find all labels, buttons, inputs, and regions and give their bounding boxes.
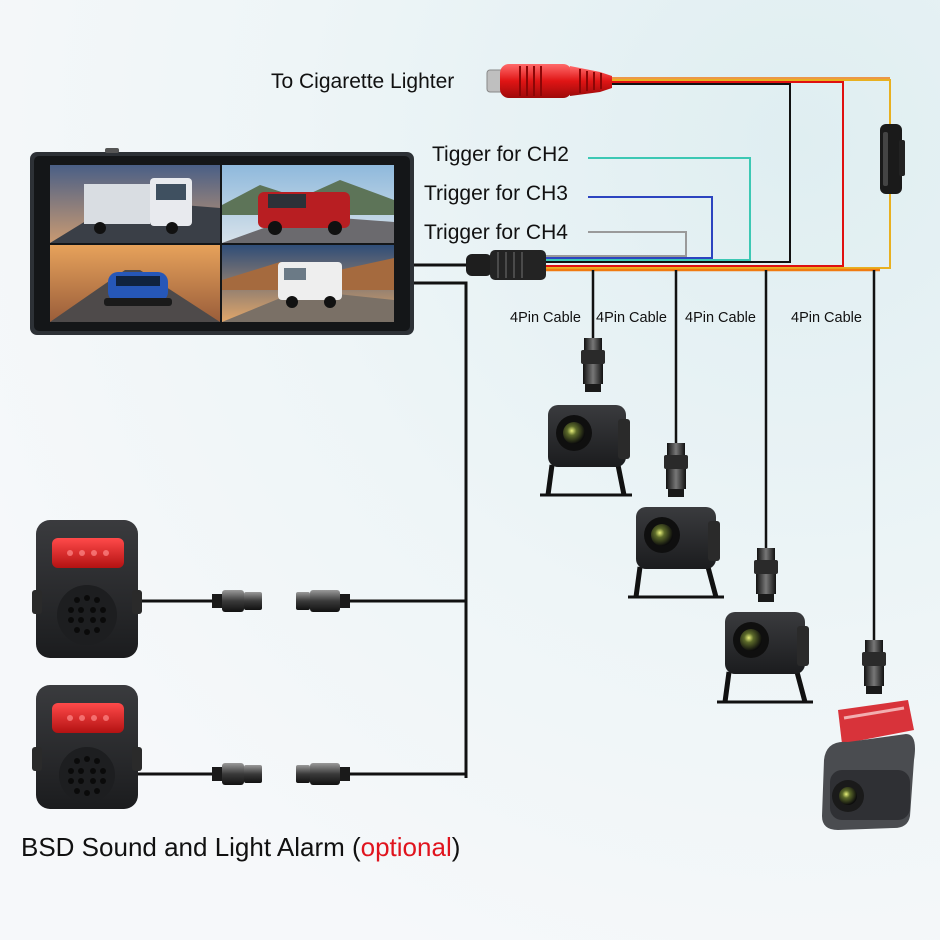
aviation-connector-icon [212, 763, 262, 785]
alarm-title-prefix: BSD Sound and Light Alarm ( [21, 832, 361, 862]
rv-view [222, 245, 394, 322]
aviation-connector-icon [212, 590, 262, 612]
alarm-speaker-icon [32, 685, 142, 809]
ahd-camera-icon [717, 612, 813, 704]
aviation-connector-icon [664, 443, 688, 497]
cable-label-1: 4Pin Cable [510, 310, 581, 326]
inline-fuse-icon [880, 124, 905, 194]
aviation-connector-icon [466, 250, 546, 280]
cable-label-2: 4Pin Cable [596, 310, 667, 326]
cable-label-4: 4Pin Cable [791, 310, 862, 326]
aviation-connector-icon [862, 640, 886, 694]
sports-car-view [50, 245, 220, 322]
cigarette-lighter-label: To Cigarette Lighter [271, 70, 455, 93]
trigger-ch4-label: Trigger for CH4 [424, 221, 568, 244]
aviation-connector-icon [754, 548, 778, 602]
aviation-connector-icon [296, 763, 350, 785]
aviation-connector-icon [296, 590, 350, 612]
rca-plug-icon [486, 64, 612, 98]
alarm-title-optional: optional [360, 832, 452, 862]
trigger-ch2-label: Tigger for CH2 [432, 143, 569, 166]
truck-view [50, 165, 220, 243]
ahd-camera-icon [540, 405, 632, 497]
pickup-view [222, 165, 394, 243]
aviation-connector-icon [581, 338, 605, 392]
cable-label-3: 4Pin Cable [685, 310, 756, 326]
camera-cables [591, 270, 876, 640]
alarm-title: BSD Sound and Light Alarm (optional) [21, 832, 460, 863]
alarm-title-suffix: ) [451, 832, 461, 862]
trigger-ch3-label: Trigger for CH3 [424, 182, 568, 205]
power-wires [545, 77, 891, 272]
dash-camera-icon [822, 700, 915, 830]
monitor-cables [414, 263, 470, 778]
ahd-camera-icon [628, 507, 724, 599]
monitor [30, 148, 414, 335]
alarm-speaker-icon [32, 520, 142, 658]
alarm-cables [138, 599, 466, 776]
